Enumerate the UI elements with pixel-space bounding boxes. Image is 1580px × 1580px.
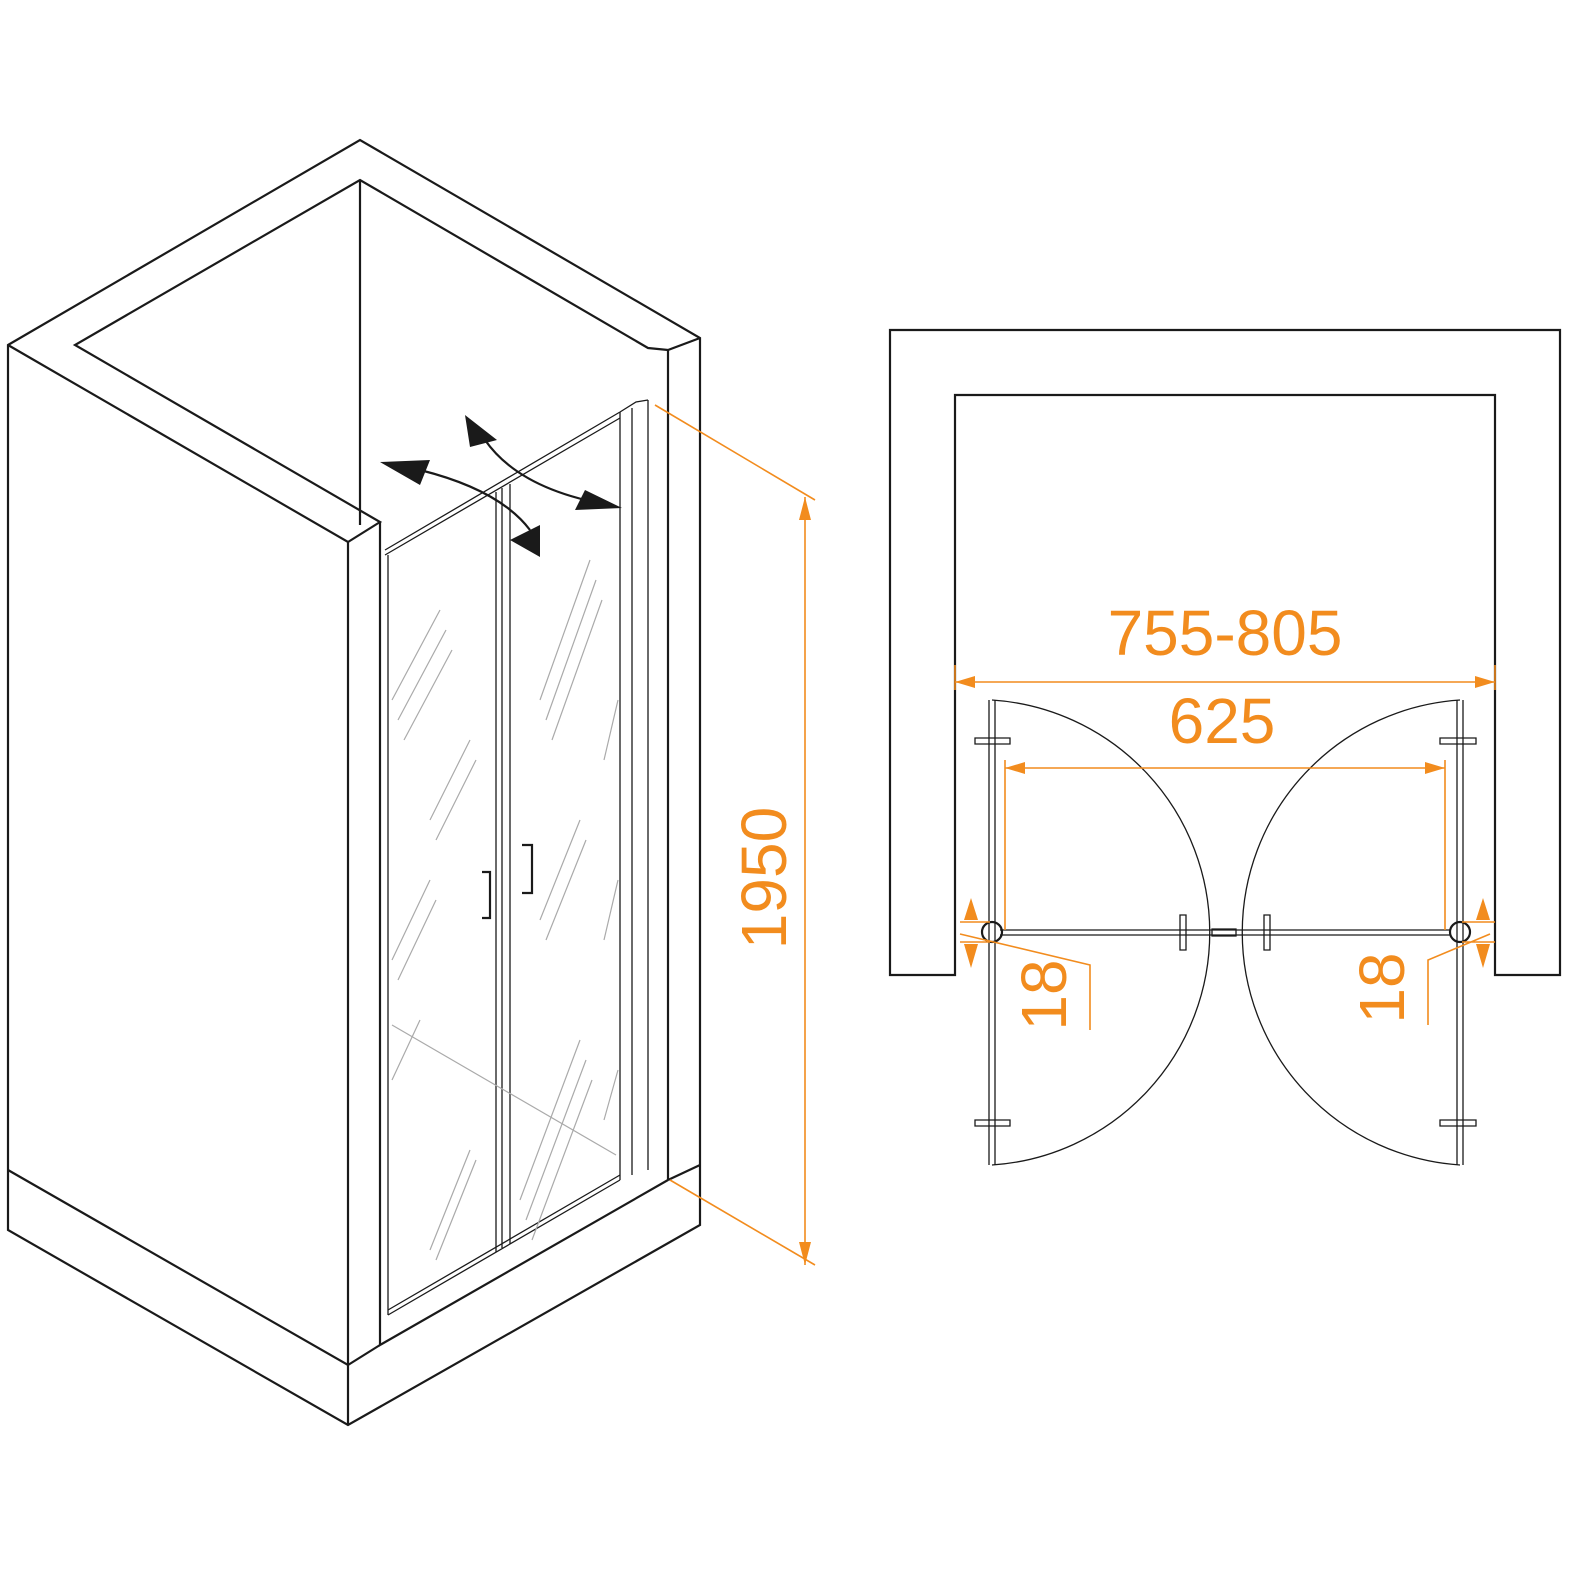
opening-width-label: 755-805 bbox=[1108, 597, 1343, 669]
door-swing-arcs bbox=[991, 699, 1461, 1166]
swing-arrows-icon bbox=[380, 415, 622, 557]
height-dimension: 1950 bbox=[654, 404, 816, 1266]
isometric-view bbox=[6, 138, 702, 1427]
height-label: 1950 bbox=[728, 807, 800, 949]
width-dimensions: 755-805 625 18 18 bbox=[954, 597, 1496, 1031]
door-panels bbox=[384, 399, 649, 1316]
right-adjust-label: 18 bbox=[1346, 952, 1418, 1023]
glass-hatching bbox=[391, 559, 619, 1261]
left-adjust-label: 18 bbox=[1008, 959, 1080, 1030]
door-handles bbox=[482, 843, 534, 920]
entry-width-label: 625 bbox=[1169, 685, 1276, 757]
plan-view bbox=[888, 328, 1562, 1166]
